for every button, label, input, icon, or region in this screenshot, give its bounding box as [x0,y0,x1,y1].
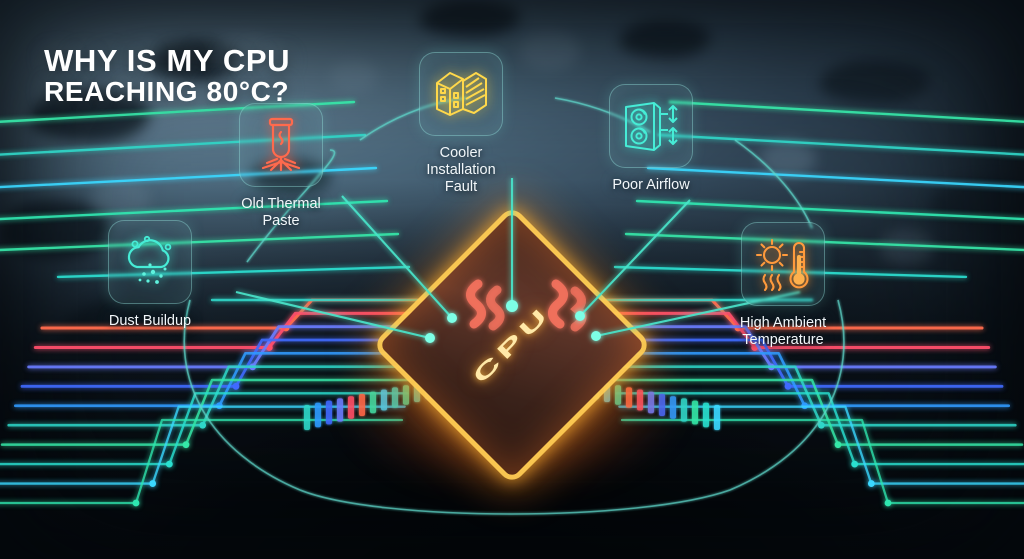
page-title: WHY IS MY CPU REACHING 80°C? [44,44,290,108]
case-fans-airflow-icon [625,102,678,151]
trace-node [834,441,842,449]
node-high-ambient-temperature[interactable]: High Ambient Temperature [708,222,858,349]
node-icon-box[interactable] [239,103,323,187]
node-icon-box[interactable] [609,84,693,168]
node-icon-box[interactable] [108,220,192,304]
trace-node [165,460,173,468]
circuit-trace [0,100,356,123]
title-line-2: REACHING 80°C? [44,76,290,108]
trace-node [867,480,875,487]
test-tube-icon [261,117,301,172]
trace-node [199,421,207,429]
circuit-trace [668,100,1024,123]
node-old-thermal-paste[interactable]: Old Thermal Paste [206,103,356,230]
circuit-trace [0,133,367,156]
sun-thermometer-icon [755,238,809,292]
dust-cloud-icon [127,235,172,284]
circuit-trace [624,232,1024,252]
trace-node [232,382,240,390]
trace-node [884,499,892,507]
title-line-1: WHY IS MY CPU [44,43,291,78]
cpu-chip: CPU [379,212,645,478]
trace-node [851,460,859,468]
node-cooler-installation-fault[interactable]: Cooler Installation Fault [386,52,536,196]
circuit-trace [657,133,1024,156]
trace-node [182,441,190,449]
node-icon-box[interactable] [741,222,825,306]
node-label: Dust Buildup [108,313,192,329]
trace-node [817,421,825,429]
heatsink-icon [436,72,487,116]
node-poor-airflow[interactable]: Poor Airflow [576,84,726,194]
trace-node [784,382,792,390]
trace-node [149,480,157,487]
node-label: Poor Airflow [612,177,690,193]
trace-node [132,499,140,507]
node-label: Cooler Installation Fault [426,145,496,196]
node-label: Old Thermal Paste [241,196,321,230]
node-label: High Ambient Temperature [739,315,827,349]
node-dust-buildup[interactable]: Dust Buildup [75,220,225,330]
node-icon-box[interactable] [419,52,503,136]
